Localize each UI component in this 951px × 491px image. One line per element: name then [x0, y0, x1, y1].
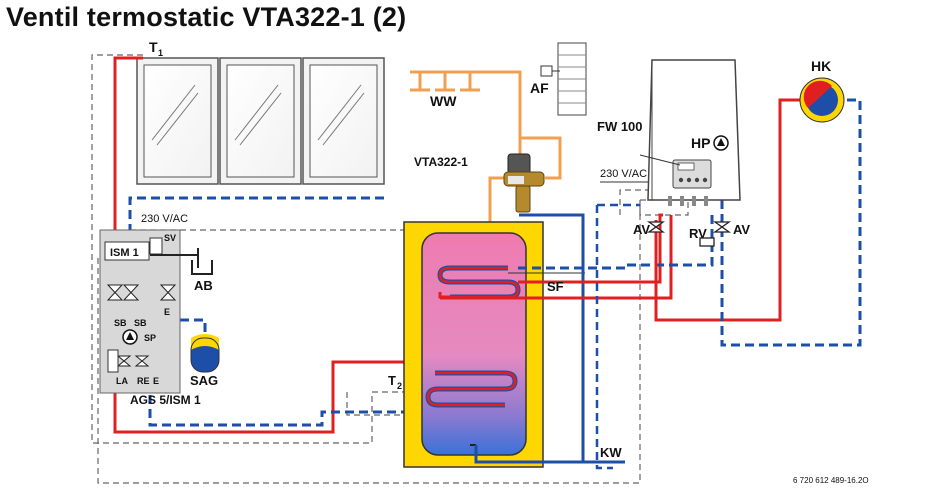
- t2-label: T: [388, 373, 396, 388]
- outdoor-sensor-wall: [540, 42, 587, 116]
- shutoff-valve-icon: [712, 221, 732, 233]
- ism1-module: [104, 241, 150, 261]
- sp-label: SP: [144, 333, 156, 343]
- ism1-label: ISM 1: [110, 247, 139, 259]
- solar-voltage-label: 230 V/AC: [141, 213, 188, 225]
- boiler: [600, 59, 741, 206]
- hp-label: HP: [691, 135, 710, 151]
- boiler-supply-line: [438, 213, 673, 300]
- document-number: 6 720 612 489-16.2O: [793, 476, 869, 485]
- check-valve-icon: [699, 237, 715, 247]
- av-right-label: AV: [733, 222, 750, 237]
- ww-label: WW: [430, 93, 457, 109]
- sag-label: SAG: [190, 373, 218, 388]
- kw-label: KW: [600, 445, 622, 460]
- t1-sub-label: 1: [158, 48, 163, 58]
- collection-container-icon: [191, 260, 213, 275]
- ags-label: AGS 5/ISM 1: [130, 393, 201, 407]
- solar-collectors: [136, 57, 385, 185]
- solar-station: [99, 229, 199, 394]
- av-left-label: AV: [633, 222, 650, 237]
- t2-sub-label: 2: [397, 381, 402, 391]
- boiler-valves: [646, 221, 732, 247]
- hk-label: HK: [811, 58, 831, 74]
- heating-circuit-radiator-icon: [799, 77, 845, 123]
- rv-label: RV: [689, 226, 707, 241]
- fw100-label: FW 100: [597, 119, 643, 134]
- expansion-vessel-icon: [190, 334, 220, 373]
- t1-label: T: [149, 39, 158, 55]
- ab-label: AB: [194, 278, 213, 293]
- boiler-return-line: [518, 210, 714, 270]
- sb-right-label: SB: [134, 318, 147, 328]
- boiler-voltage-label: 230 V/AC: [600, 168, 647, 180]
- hot-water-lines: [410, 70, 562, 232]
- page-title: Ventil termostatic VTA322-1 (2): [6, 2, 407, 32]
- shutoff-valve-icon: [646, 221, 666, 233]
- re-label: RE: [137, 376, 150, 386]
- la-label: LA: [116, 376, 128, 386]
- sf-label: SF: [547, 279, 564, 294]
- thermostatic-valve-icon: [503, 153, 545, 213]
- e-bottom-label: E: [153, 376, 159, 386]
- storage-tank: [403, 221, 585, 468]
- cold-water-line: [474, 213, 625, 464]
- e-top-label: E: [164, 307, 170, 317]
- sv-label: SV: [164, 233, 176, 243]
- af-label: AF: [530, 80, 549, 96]
- sb-left-label: SB: [114, 318, 127, 328]
- vta-label: VTA322-1: [414, 155, 468, 169]
- heating-circuit: [654, 98, 862, 347]
- boiler-connection-lines: [595, 203, 640, 470]
